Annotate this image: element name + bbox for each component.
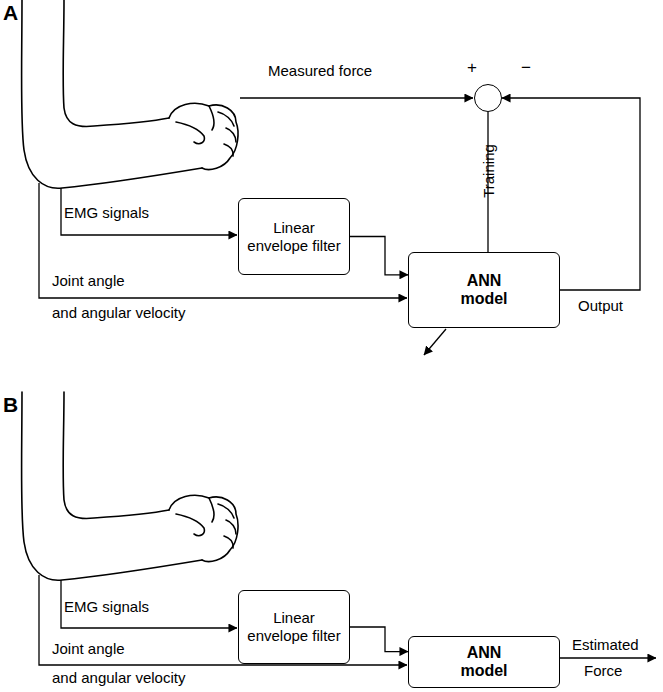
filter-box: Linear envelope filter bbox=[238, 198, 350, 275]
edge-label: Training bbox=[480, 144, 498, 198]
signal-connector bbox=[350, 237, 408, 275]
signal-name: EMG signals bbox=[64, 204, 149, 222]
signal-connector bbox=[350, 627, 408, 652]
filter-box: Linear envelope filter bbox=[238, 590, 350, 664]
emg-wire bbox=[61, 188, 237, 235]
signal-name: and angular velocity bbox=[52, 669, 185, 687]
summing-junction: +− bbox=[474, 84, 502, 112]
joint-wire bbox=[39, 575, 407, 665]
sign-symbol: − bbox=[521, 59, 531, 77]
signal-name: and angular velocity bbox=[52, 304, 185, 322]
ann-box: ANN model bbox=[408, 252, 560, 328]
output-wire bbox=[560, 657, 656, 658]
box-text: Linear envelope filter bbox=[247, 219, 341, 255]
edge-label: Output bbox=[578, 297, 623, 315]
signal-name: Joint angle bbox=[52, 272, 125, 290]
signal-name: Estimated bbox=[572, 636, 639, 654]
joint-wire bbox=[39, 183, 407, 298]
panel-letter: A bbox=[3, 1, 18, 25]
signal-name: EMG signals bbox=[64, 598, 149, 616]
signal-name: Measured force bbox=[268, 62, 372, 80]
signal-name: Force bbox=[584, 662, 622, 680]
ann-box: ANN model bbox=[408, 636, 560, 688]
box-text: Linear envelope filter bbox=[247, 609, 341, 645]
panel-letter: B bbox=[3, 393, 18, 417]
box-text: ANN model bbox=[460, 644, 507, 680]
arm-illustration bbox=[22, 0, 239, 188]
adaptive-arrow bbox=[424, 329, 446, 355]
signal-name: Joint angle bbox=[52, 640, 125, 658]
box-text: ANN model bbox=[460, 272, 507, 308]
emg-wire bbox=[61, 580, 237, 628]
sign-symbol: + bbox=[467, 59, 477, 77]
arm-illustration bbox=[22, 392, 239, 580]
force-wire bbox=[240, 97, 473, 98]
